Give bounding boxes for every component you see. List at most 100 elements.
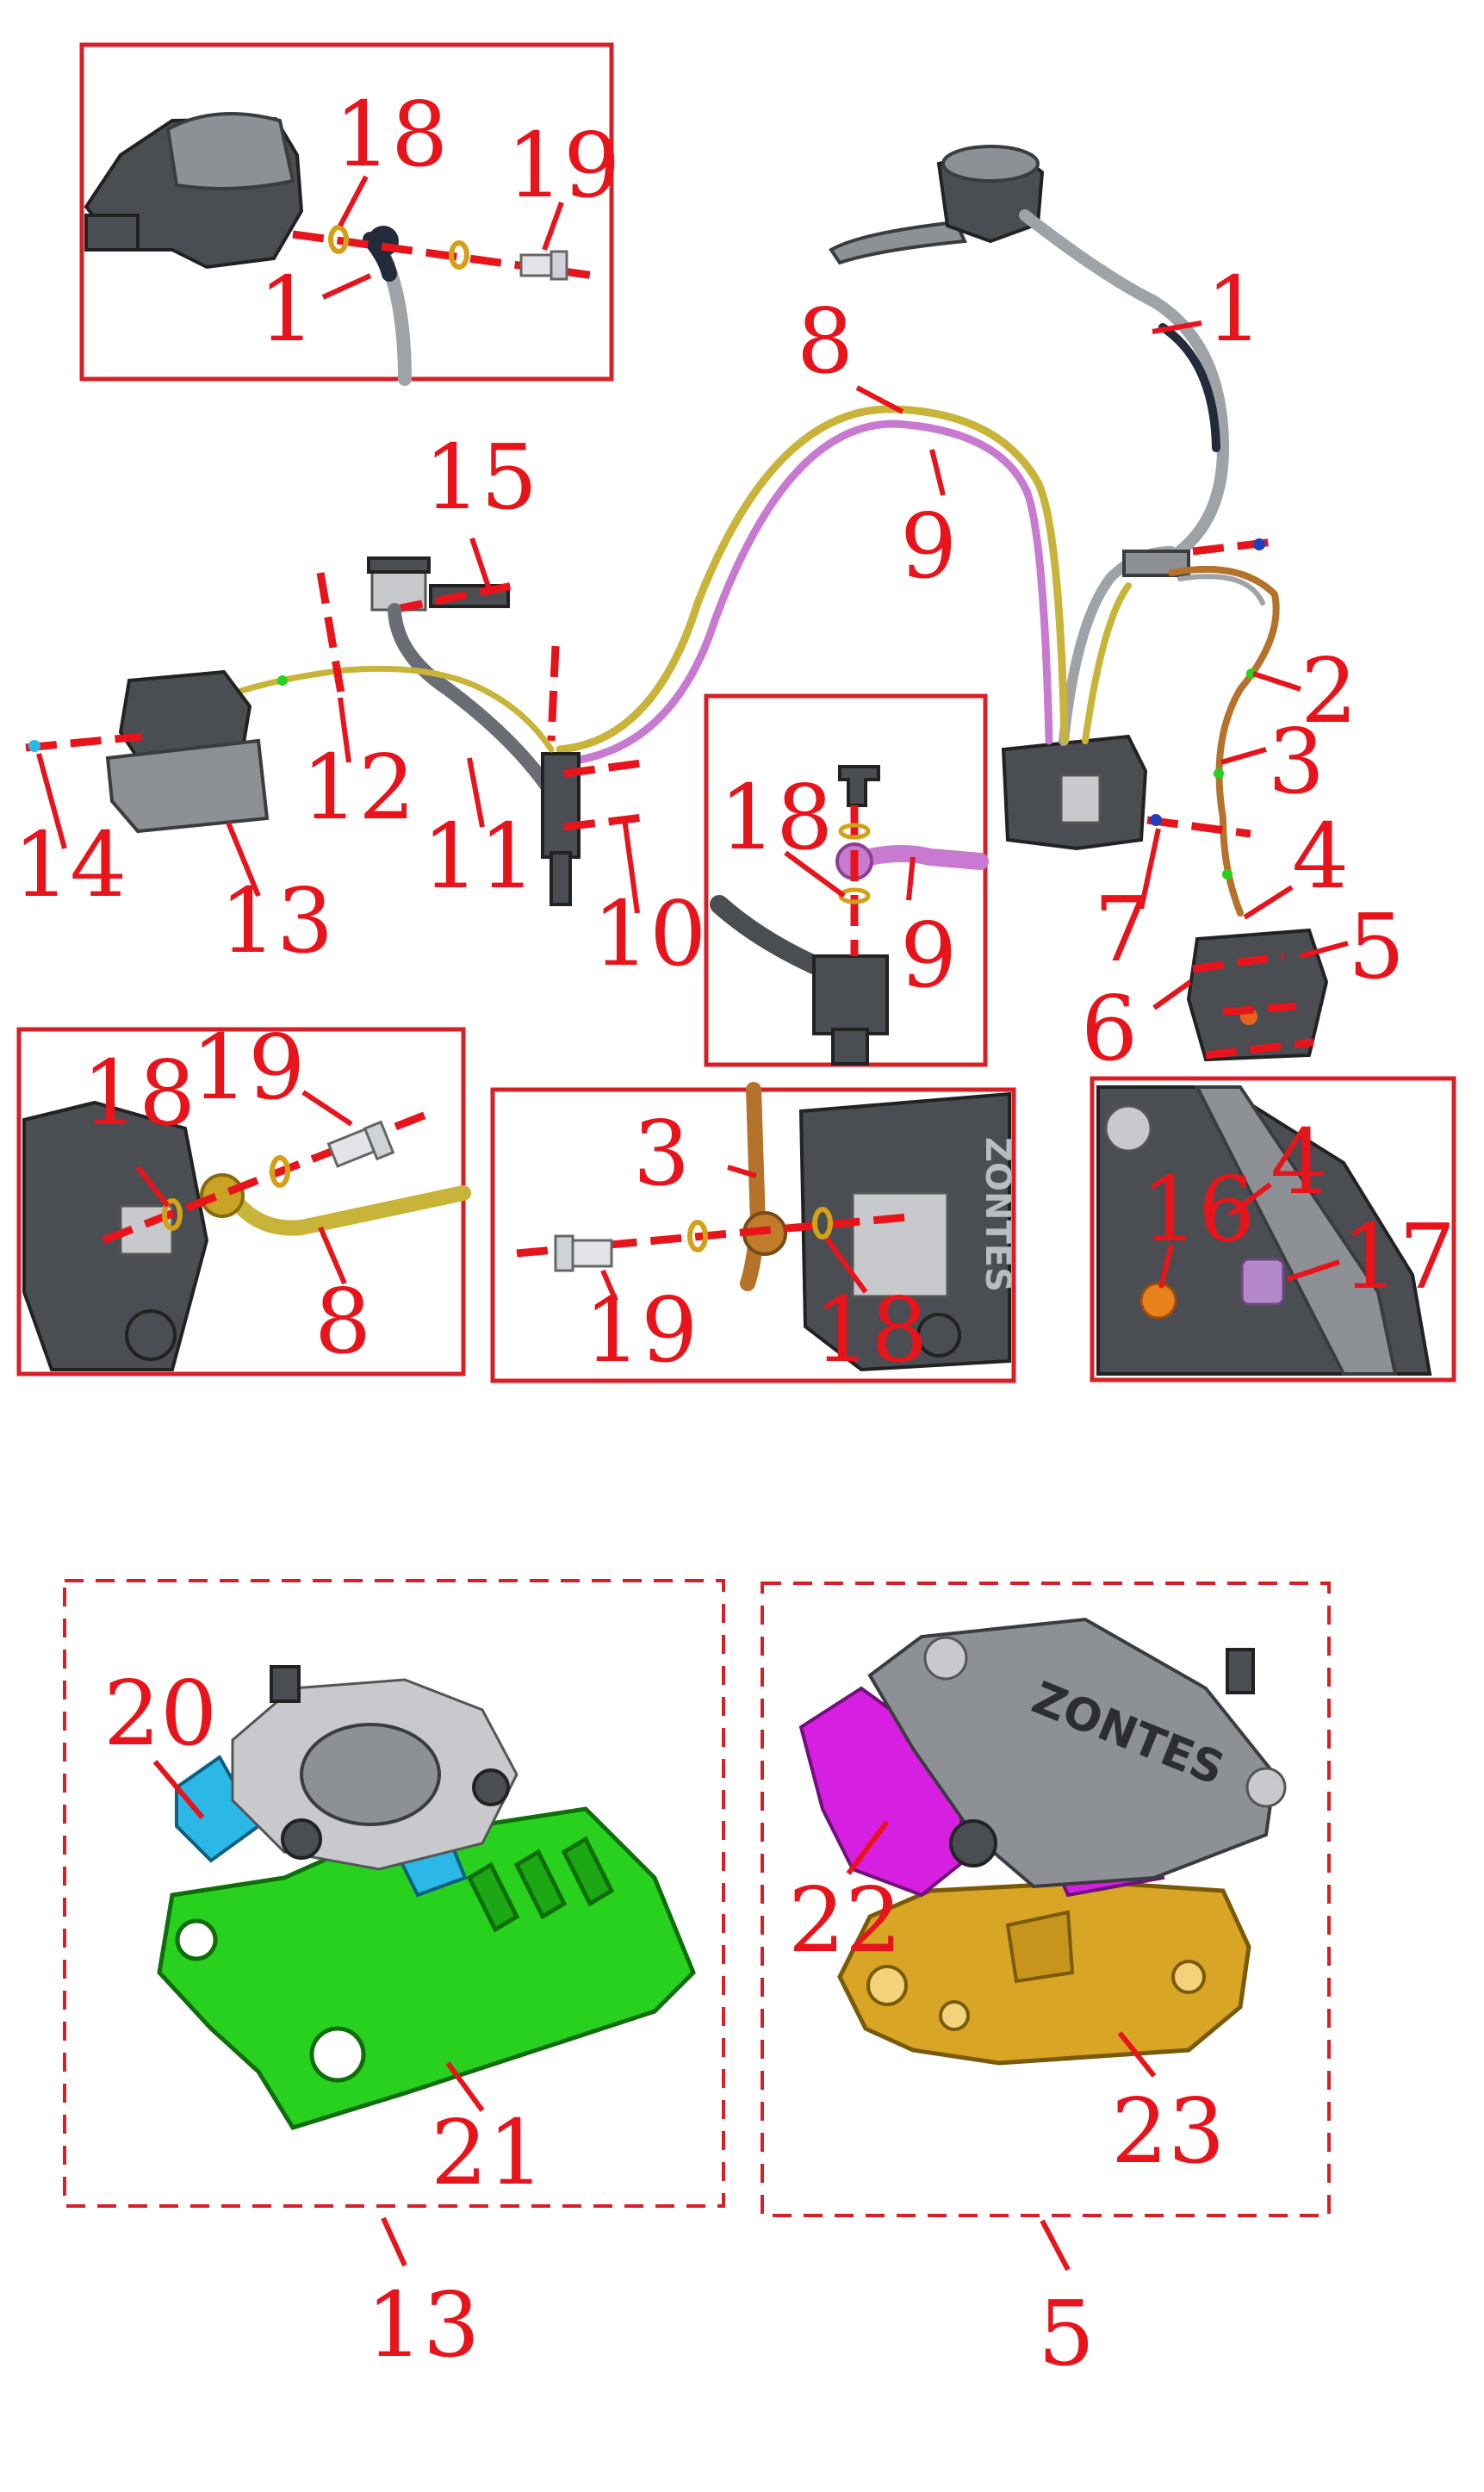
label-5: 5 [1348,894,1405,999]
handlebar-clamp [84,214,140,252]
washer-18-inset1-b [449,240,469,270]
leader-1 [1152,320,1202,334]
leader-5-breakdown [1040,2219,1071,2271]
leader-9 [929,449,946,496]
label-3-front: 3 [633,1101,690,1206]
label-2: 2 [1301,638,1357,743]
leader-7 [1139,828,1161,910]
washer-18-inset1 [328,225,349,254]
washer-18-inset-junction-b [838,823,871,840]
rear-caliper-main-bracket [105,738,270,834]
label-19-inset1: 19 [506,113,620,218]
washer-18-inset-rear [162,1198,183,1231]
caliper-5-breakdown-frame [761,1582,1331,2217]
rear-reservoir-cap [367,556,431,574]
label-18-inset1: 18 [334,82,448,187]
label-4-bracket: 4 [1270,1109,1327,1215]
leader-20 [152,1760,205,1819]
rear-caliper-inset-bolt [125,1309,177,1361]
rear-caliper-main [105,669,270,834]
label-10: 10 [593,881,706,986]
leader-15 [469,538,494,595]
leader-18-junction [784,850,846,898]
front-brake-lever [829,220,967,265]
leader-11 [467,757,485,828]
hose-clip-12 [277,675,288,686]
label-18-front: 18 [814,1277,928,1383]
leader-3 [1220,747,1267,765]
bracket-inset-arm [1194,1085,1398,1376]
leader-9-junction [906,856,916,901]
banjo-bolt-19-inset-front [554,1234,613,1272]
inset-master-cylinder: 18 19 1 [84,82,620,386]
leader-5 [1300,941,1349,959]
label-6: 6 [1081,976,1138,1081]
junction-elbow-fitting [838,765,880,807]
leader-8-rear [318,1226,347,1285]
leader-3-front [727,1165,757,1178]
bolt-top-blue [1253,538,1265,550]
bracket-21-hole-large [309,2026,366,2083]
axis-10a [563,759,643,778]
label-9: 9 [900,494,957,599]
axis-7 [1146,816,1251,838]
leader-19-front [600,1269,618,1302]
caliper-5-banjo-port [923,1636,968,1681]
label-4: 4 [1292,804,1349,909]
label-20: 20 [103,1661,217,1766]
label-8: 8 [797,289,854,394]
leader-8 [855,385,904,414]
abs-connector [1059,774,1102,824]
hose-2-3 [1168,565,1280,917]
leader-17 [1287,1259,1340,1282]
leader-4 [1243,885,1294,920]
axis-10b [563,812,651,831]
abs-hose-bundle-b [1082,582,1132,744]
label-19-rear: 19 [191,1015,305,1120]
axis-15 [391,581,513,614]
caliper-13-breakdown: 20 21 13 [103,1661,696,2377]
hose-12 [195,665,555,753]
hose-1-sheath [1158,323,1220,452]
bracket-21-hole [175,1918,218,1961]
hose-3-inset [740,1082,766,1291]
bracket-21 [157,1806,696,2130]
leader-6 [1152,979,1192,1010]
front-caliper-inset-bolt [916,1313,961,1358]
inset-abs-junction: 18 9 [710,765,989,1066]
leader-13 [226,821,261,898]
washer-18-inset-front-b [812,1207,833,1240]
leader-16 [1158,1244,1174,1289]
hose-2-3-parallel [1177,574,1265,606]
leader-14 [36,753,67,849]
bracket-21-ribs [466,1836,615,1933]
label-23: 23 [1111,2079,1225,2184]
banjo-8-inset [200,1173,245,1218]
label-19-front: 19 [584,1277,698,1383]
caliper-5-bleeder [1226,1648,1255,1694]
leader-19-inset1 [542,201,564,252]
bracket-inset-hole [1104,1104,1152,1153]
inset-master-cylinder-frame [79,42,614,382]
rear-reservoir-hose [388,603,558,799]
caliper-13-bolt-b [472,1768,510,1806]
junction-stem [831,1028,869,1066]
leader-18-rear [135,1165,171,1208]
inset-rear-caliper-frame [16,1027,466,1377]
caliper-13-breakdown-frame [63,1579,725,2208]
hose-1 [1019,209,1229,557]
bolt-14-blue [28,740,40,752]
rear-master-cylinder [541,752,581,906]
label-7: 7 [1094,877,1151,982]
label-13: 13 [220,868,333,973]
axis-top-bolt [1192,537,1282,556]
axis-vertical-hose-bolt [547,645,560,742]
leader-22 [846,1820,890,1875]
front-master-cylinder [829,145,1045,265]
rear-master-pushrod [550,851,572,906]
label-9-junction: 9 [900,903,957,1008]
brake-pad-20 [175,1755,261,1863]
leader-10 [622,817,640,914]
caliper-5-bolt-a [949,1819,997,1867]
main-assembly: 1 8 9 2 3 4 5 6 7 10 11 12 13 14 15 [13,145,1405,1081]
